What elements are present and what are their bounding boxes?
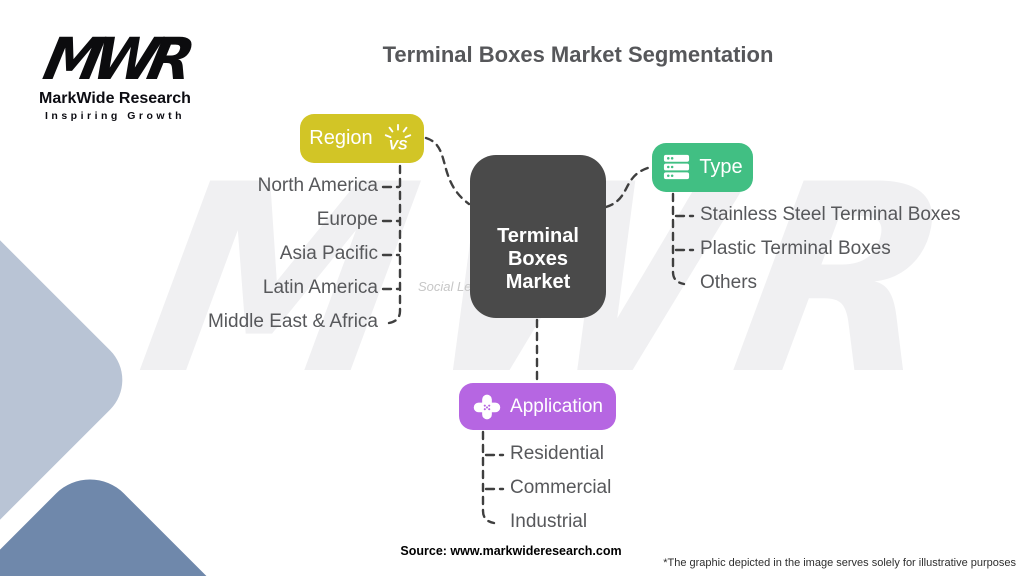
markwide-logo: MWR MarkWide Research Inspiring Growth (30, 25, 200, 122)
disclaimer-note: *The graphic depicted in the image serve… (663, 557, 1016, 569)
bandage-icon (472, 393, 502, 421)
application-item: Commercial (510, 477, 612, 498)
type-node: Type (652, 143, 753, 192)
source-attribution: Source: www.markwideresearch.com (400, 544, 622, 558)
logo-name: MarkWide Research (39, 90, 191, 107)
region-item: Middle East & Africa (207, 311, 378, 332)
region-node: Region VS (300, 114, 424, 163)
logo-monogram: MWR (38, 25, 192, 93)
region-item: Asia Pacific (279, 243, 378, 264)
page-title: Terminal Boxes Market Segmentation (382, 42, 774, 67)
type-node-label: Type (699, 156, 743, 178)
partial-watermark-text: Social Le (418, 279, 472, 294)
region-node-label: Region (309, 127, 373, 149)
region-item: Latin America (262, 277, 378, 298)
corner-shape-slate (0, 459, 331, 576)
type-item: Stainless Steel Terminal Boxes (700, 204, 961, 225)
central-node-label: Terminal Boxes Market (497, 224, 579, 294)
server-stack-icon (662, 153, 691, 182)
logo-tagline: Inspiring Growth (45, 110, 185, 122)
vs-burst-icon: VS (381, 123, 415, 155)
central-node-terminal-boxes-market: Terminal Boxes Market (470, 155, 606, 318)
type-item: Others (700, 272, 758, 293)
region-item: North America (257, 175, 378, 196)
svg-text:VS: VS (388, 136, 407, 152)
application-node: Application (459, 383, 616, 430)
application-item: Residential (510, 443, 604, 464)
region-item: Europe (316, 209, 378, 230)
application-item: Industrial (510, 511, 588, 532)
type-item: Plastic Terminal Boxes (700, 238, 891, 259)
application-node-label: Application (510, 395, 603, 417)
